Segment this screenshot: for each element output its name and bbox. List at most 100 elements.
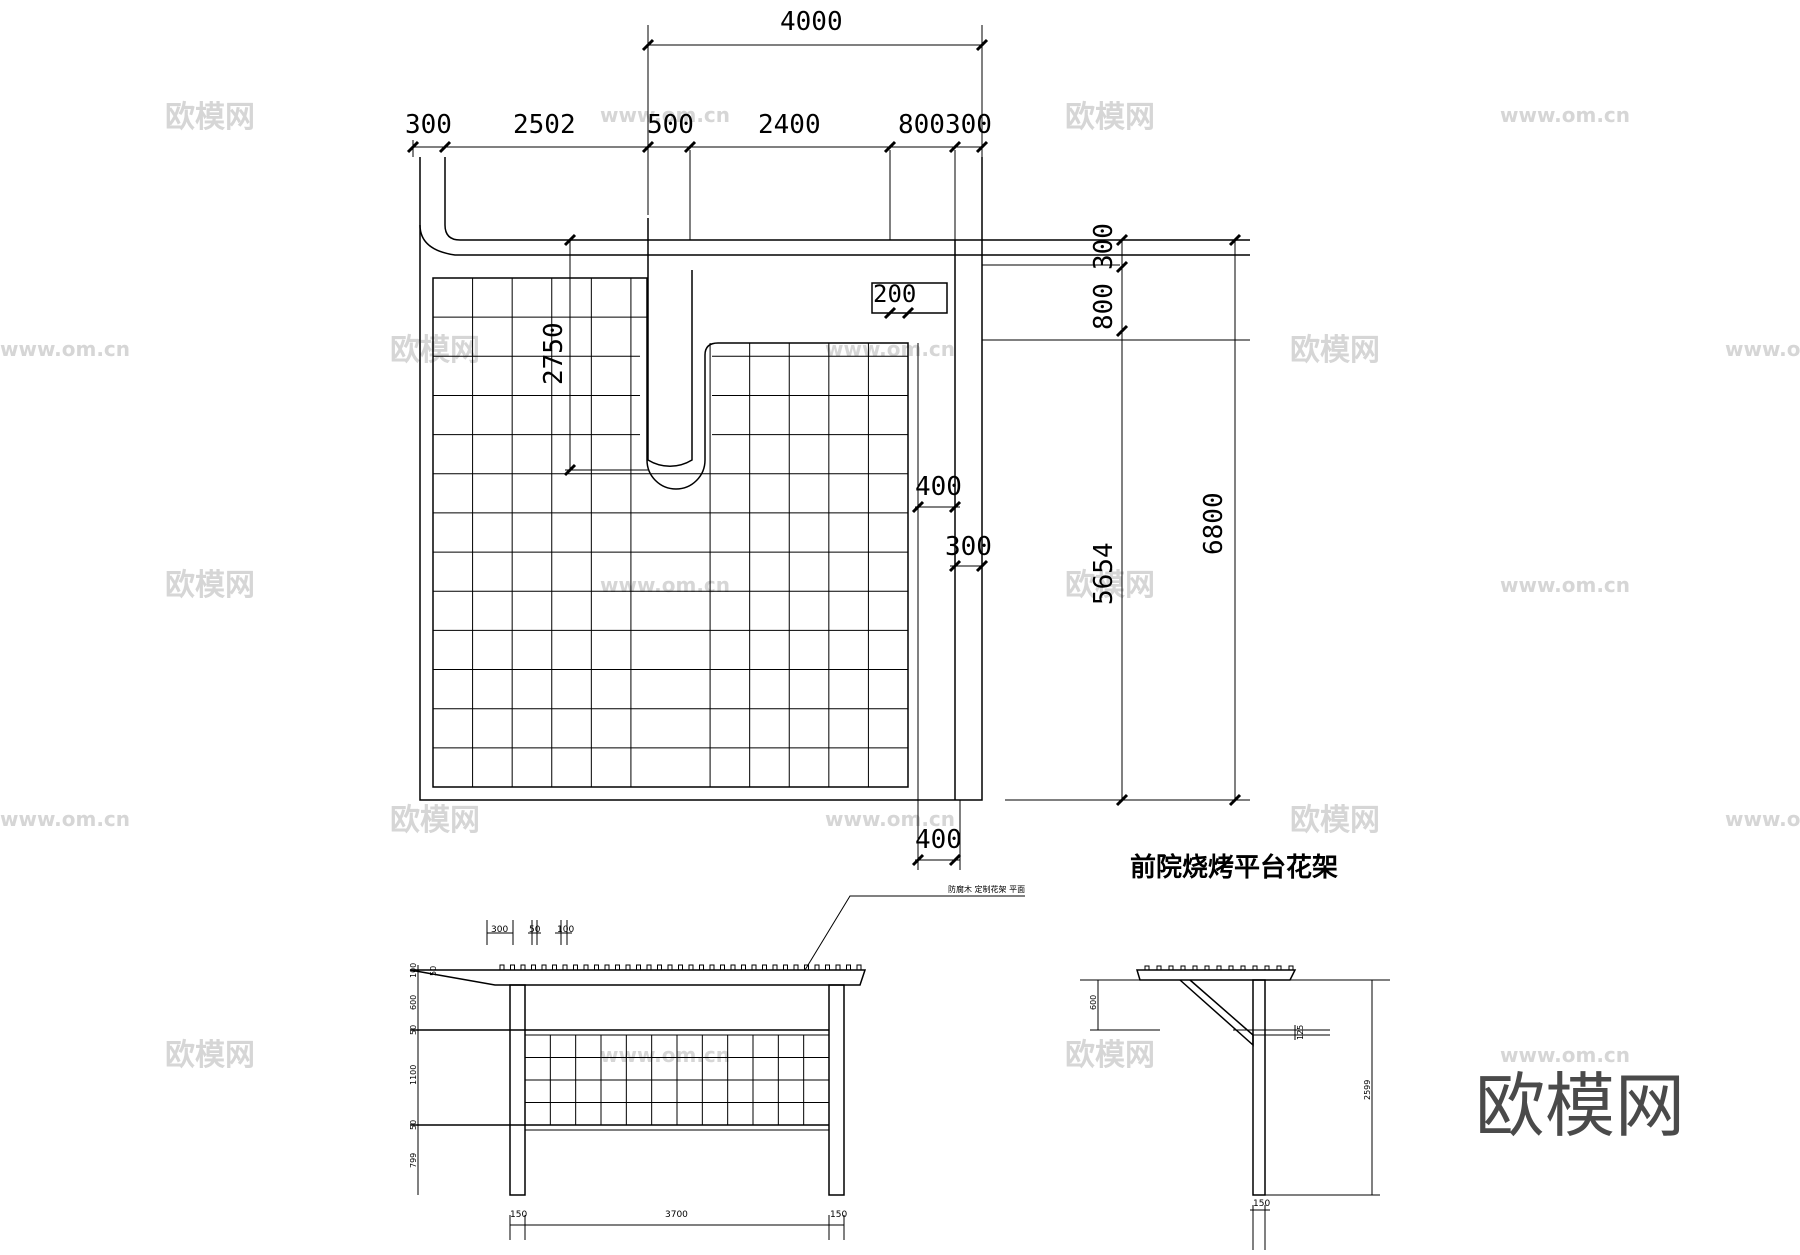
watermark-url: www.om.cn — [0, 807, 130, 831]
watermark-url: www.om.cn — [1725, 337, 1800, 361]
rafter — [1288, 965, 1294, 971]
rafter — [573, 964, 578, 971]
rafter — [751, 964, 757, 971]
svg-text:50: 50 — [529, 925, 541, 935]
rafter — [531, 964, 536, 971]
svg-text:125: 125 — [1296, 1025, 1305, 1040]
rafter — [636, 964, 641, 971]
dim-300-inner: 300 — [945, 532, 992, 562]
front-elevation: 防腐木 定制花架 平面 300 50 100 100 — [409, 884, 1025, 1240]
dim-300-right: 300 — [945, 110, 992, 140]
dim-800-top: 800 — [898, 110, 945, 140]
dim-300-vert: 300 — [1089, 223, 1119, 270]
plan-view: 4000 300 2502 500 2400 800 300 300 800 5… — [405, 7, 1338, 883]
section-brace — [1179, 979, 1254, 1047]
side-section: 600 125 2599 150 — [1080, 965, 1390, 1250]
section-beam — [1135, 969, 1297, 981]
rafter — [846, 964, 851, 971]
rafter — [520, 964, 526, 971]
rafter — [741, 964, 746, 971]
rafter — [762, 964, 767, 971]
watermark-brand: 欧模网 — [1065, 568, 1155, 603]
beam-top — [419, 157, 1250, 256]
post-left — [509, 984, 526, 1196]
section-post — [1252, 979, 1266, 1196]
beam-top-inner — [444, 157, 1250, 241]
rafter — [646, 964, 652, 971]
watermark-brand: 欧模网 — [390, 333, 480, 368]
platform-outline — [419, 157, 983, 801]
rafter — [1252, 965, 1258, 971]
platform-inner — [432, 277, 909, 788]
rafter — [1276, 965, 1282, 971]
callout-text: 防腐木 定制花架 平面 — [948, 884, 1025, 894]
watermark-brand: 欧模网 — [1290, 333, 1380, 368]
watermark-brand: 欧模网 — [165, 100, 255, 135]
dim-300-left: 300 — [405, 110, 452, 140]
svg-text:150: 150 — [1253, 1199, 1270, 1209]
rafter — [552, 964, 557, 971]
watermark-urls: www.om.cn www.om.cn www.om.cn www.om.cn … — [0, 103, 1800, 1067]
dim-800-vert: 800 — [1089, 283, 1119, 330]
watermark-brand: 欧模网 — [1065, 100, 1155, 135]
rafter — [772, 964, 778, 971]
svg-text:600: 600 — [1089, 995, 1098, 1010]
watermark-brand: 欧模网 — [390, 803, 480, 838]
watermark-url: www.om.cn — [1725, 807, 1800, 831]
rafter — [657, 964, 662, 971]
watermark-brand: 欧模网 — [165, 568, 255, 603]
dim-400-a: 400 — [915, 472, 962, 502]
watermark-url: www.om.cn — [825, 807, 955, 831]
svg-text:150: 150 — [510, 1210, 527, 1220]
rafter — [583, 964, 589, 971]
dim-400-b: 400 — [915, 825, 962, 855]
plan-title: 前院烧烤平台花架 — [1130, 852, 1338, 883]
dim-2400: 2400 — [758, 110, 821, 140]
rafter — [625, 964, 631, 971]
rafter — [1168, 965, 1174, 971]
watermark-url: www.om.cn — [0, 337, 130, 361]
callout-leader — [804, 895, 1025, 971]
svg-text:50: 50 — [429, 966, 438, 976]
rafter — [709, 964, 715, 971]
watermark-brand: 欧模网 — [1065, 1038, 1155, 1073]
svg-text:3700: 3700 — [665, 1210, 688, 1220]
post-right — [828, 984, 845, 1196]
rafter — [856, 964, 862, 971]
rafter — [604, 964, 610, 971]
rafter — [1240, 965, 1246, 971]
rafter — [1228, 965, 1234, 971]
rafter — [1216, 965, 1222, 971]
svg-text:300: 300 — [491, 925, 508, 935]
watermark-url: www.om.cn — [600, 1043, 730, 1067]
rafter — [678, 964, 683, 971]
rafter — [541, 964, 547, 971]
rafter — [667, 964, 673, 971]
svg-text:600: 600 — [409, 995, 418, 1010]
rafter — [783, 964, 788, 971]
svg-text:50: 50 — [409, 1025, 418, 1035]
rafter — [720, 964, 725, 971]
svg-text:799: 799 — [409, 1153, 418, 1168]
svg-text:150: 150 — [830, 1210, 847, 1220]
rafter — [835, 964, 841, 971]
rafter — [510, 964, 515, 971]
svg-text:2599: 2599 — [1363, 1080, 1372, 1100]
lattice-panel — [524, 1035, 830, 1125]
rafter — [615, 964, 620, 971]
watermark-url: www.om.cn — [1500, 1043, 1630, 1067]
dim-4000: 4000 — [780, 7, 843, 37]
watermark-brand: 欧模网 — [1290, 803, 1380, 838]
brand-logo: 欧模网 — [1475, 1065, 1685, 1147]
dim-500: 500 — [647, 110, 694, 140]
rafter — [1264, 965, 1270, 971]
watermark-url: www.om.cn — [1500, 573, 1630, 597]
svg-text:1100: 1100 — [409, 1065, 418, 1085]
plan-grid — [433, 278, 908, 787]
rafter — [499, 964, 505, 971]
rafter — [1180, 965, 1186, 971]
rafter — [562, 964, 568, 971]
legend-dims: 300 50 100 — [486, 920, 574, 945]
rafter — [1204, 965, 1210, 971]
